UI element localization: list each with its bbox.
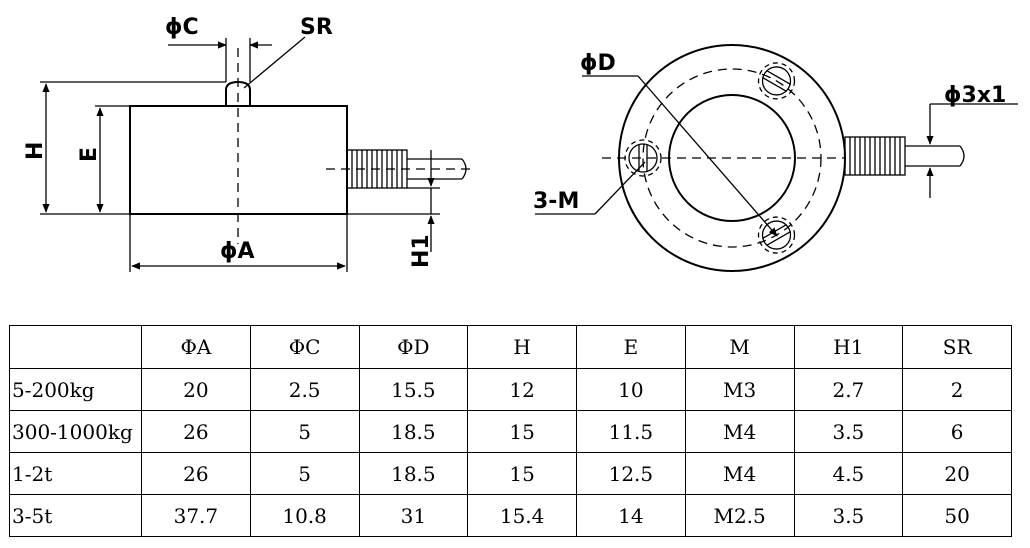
- label-phi-c: ϕC: [165, 15, 199, 40]
- table-cell: 37.7: [141, 494, 251, 537]
- table-header-cell: E: [576, 325, 686, 369]
- table-header-cell: [9, 325, 142, 369]
- table-cell: 18.5: [358, 452, 469, 495]
- mounting-holes: [624, 62, 796, 254]
- mounting-hole: [628, 143, 658, 173]
- table-cell: M2.5: [684, 494, 795, 537]
- technical-drawing: ϕC SR H E ϕA H1 ϕD: [23, 15, 1018, 272]
- table-cell: M4: [684, 452, 795, 495]
- table-cell: 31: [358, 494, 469, 537]
- table-cell: 18.5: [358, 410, 469, 453]
- table-header-cell: M: [684, 325, 795, 369]
- table-header-cell: ΦA: [141, 325, 251, 369]
- table-cell: 20: [141, 368, 251, 411]
- table-cell: 10.8: [249, 494, 360, 537]
- hole-thread-outline: [624, 139, 662, 177]
- table-cell: 12.5: [576, 452, 686, 495]
- table-row-header: 5-200kg: [9, 368, 142, 411]
- label-e: E: [77, 147, 102, 162]
- table-header-cell: SR: [902, 325, 1012, 369]
- table-cell: M3: [684, 368, 795, 411]
- table-cell: 15.4: [467, 494, 577, 537]
- table-cell: 12: [467, 368, 577, 411]
- hole-thread-outline: [757, 62, 796, 100]
- table-cell: 4.5: [793, 452, 904, 495]
- table-header-cell: H1: [793, 325, 904, 369]
- label-sr: SR: [300, 15, 333, 40]
- table-cell: 3.5: [793, 494, 904, 537]
- hole-hatch: [762, 76, 787, 92]
- table-cell: M4: [684, 410, 795, 453]
- table-cell: 15: [467, 452, 577, 495]
- hole-hatch: [766, 230, 791, 247]
- top-view: ϕD 3-M ϕ3x1: [533, 44, 1018, 272]
- cable-strain-relief: [326, 149, 470, 189]
- hole-hatch: [766, 69, 791, 86]
- table-cell: 11.5: [576, 410, 686, 453]
- label-h: H: [23, 142, 48, 160]
- table-header-cell: ΦC: [249, 325, 360, 369]
- inner-bore: [668, 94, 796, 222]
- mounting-hole: [761, 220, 792, 250]
- table-cell: 26: [141, 452, 251, 495]
- table-header-cell: ΦD: [358, 325, 469, 369]
- top-cable-strain-relief: [844, 103, 1018, 198]
- label-phi-a: ϕA: [220, 239, 255, 264]
- label-phi-d: ϕD: [580, 51, 616, 76]
- table-row-header: 300-1000kg: [9, 410, 142, 453]
- table-cell: 15: [467, 410, 577, 453]
- table-cell: 50: [902, 494, 1012, 537]
- table-cell: 26: [141, 410, 251, 453]
- label-cable: ϕ3x1: [944, 83, 1006, 108]
- label-3-m: 3-M: [533, 189, 579, 214]
- table-cell: 14: [576, 494, 686, 537]
- table-cell: 2.5: [249, 368, 360, 411]
- table-row-header: 1-2t: [9, 452, 142, 495]
- table-cell: 10: [576, 368, 686, 411]
- table-cell: 3.5: [793, 410, 904, 453]
- table-cell: 2: [902, 368, 1012, 411]
- table-row-header: 3-5t: [9, 494, 142, 537]
- table-cell: 6: [902, 410, 1012, 453]
- table-cell: 5: [249, 452, 360, 495]
- table-header-cell: H: [467, 325, 577, 369]
- label-h1: H1: [409, 234, 434, 268]
- table-cell: 2.7: [793, 368, 904, 411]
- table-cell: 15.5: [358, 368, 469, 411]
- table-cell: 5: [249, 410, 360, 453]
- table-cell: 20: [902, 452, 1012, 495]
- mounting-hole: [761, 66, 792, 96]
- side-view: ϕC SR H E ϕA H1: [23, 15, 470, 272]
- hole-thread-outline: [757, 216, 796, 254]
